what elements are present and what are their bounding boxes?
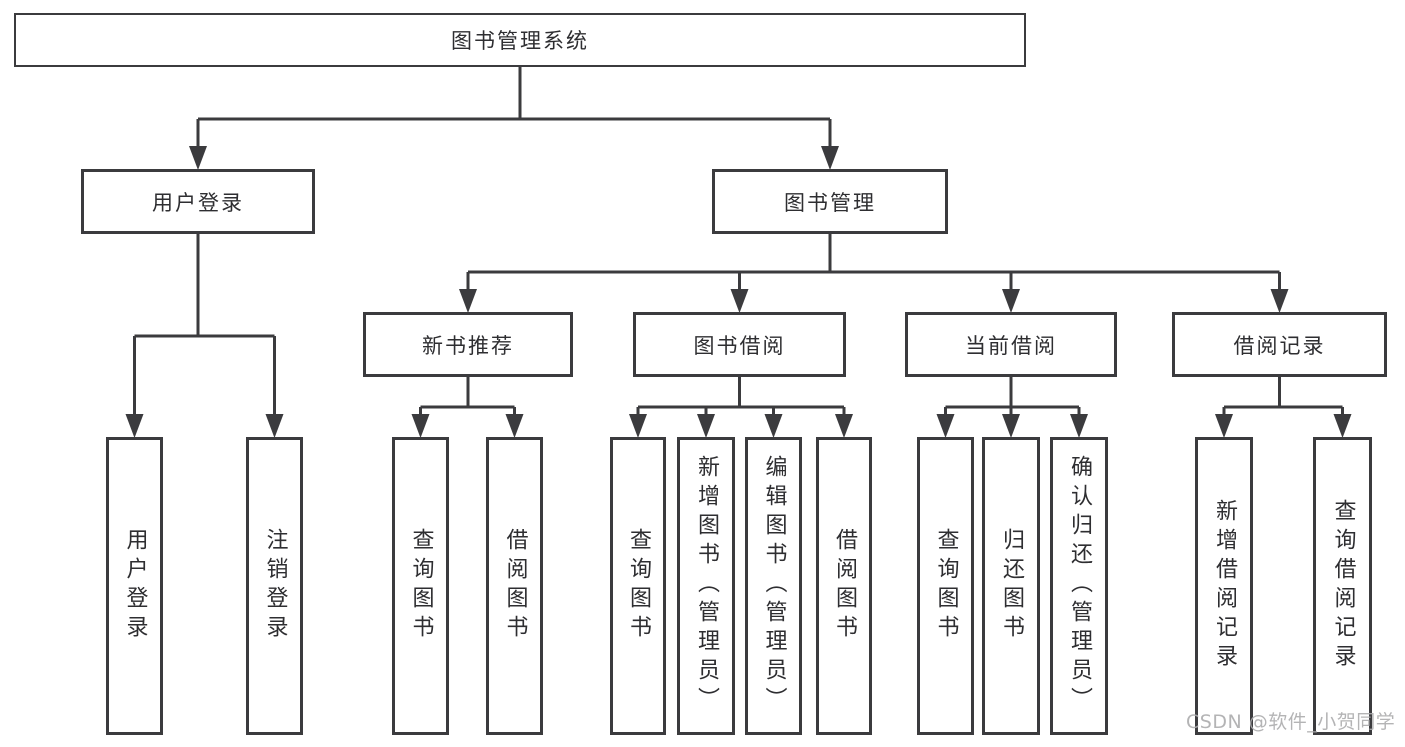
arrowhead-edit-books-admin: [764, 414, 783, 438]
node-label: 图书管理: [784, 190, 876, 215]
edge-user-login-group: [133, 234, 276, 423]
arrowhead-book-mgmt: [821, 146, 839, 170]
arrowhead-borrow-books-rec: [505, 414, 524, 438]
arrowhead-current-borrow: [1002, 289, 1020, 313]
node-query-borrow-record: 查询借阅记录: [1313, 437, 1372, 735]
node-add-books-admin: 新增图书（管理员）: [677, 437, 735, 735]
edge-borrow-records: [1222, 377, 1344, 423]
node-query-books-current: 查询图书: [917, 437, 974, 735]
node-label: 查询图书: [408, 527, 434, 645]
node-label: 归还图书: [999, 527, 1024, 645]
arrowhead-borrow-books-borrow: [835, 414, 853, 438]
node-logout: 注销登录: [246, 437, 303, 735]
arrowhead-user-login: [125, 414, 144, 438]
node-label: 新增借阅记录: [1212, 498, 1237, 674]
node-book-borrow: 图书借阅: [633, 312, 846, 377]
node-current-borrow: 当前借阅: [905, 312, 1117, 377]
node-label: 图书借阅: [693, 333, 786, 358]
node-label: 确认归还（管理员）: [1067, 455, 1092, 717]
node-label: 新增图书（管理员）: [694, 455, 719, 717]
edge-book-mgmt: [466, 234, 1281, 298]
node-label: 借阅图书: [502, 527, 528, 645]
arrowhead-return-books: [1002, 414, 1020, 438]
node-return-books: 归还图书: [982, 437, 1040, 735]
node-query-books-rec: 查询图书: [392, 437, 449, 735]
node-label: 查询借阅记录: [1330, 498, 1356, 674]
node-label: 当前借阅: [965, 333, 1057, 358]
watermark: CSDN @软件_小贺同学: [1186, 711, 1396, 733]
node-label: 查询图书: [626, 527, 651, 645]
arrowhead-query-books-borrow: [629, 414, 647, 438]
arrowhead-query-books-current: [936, 414, 955, 438]
edge-book-borrow: [636, 377, 846, 423]
arrowhead-user-login-group: [189, 146, 207, 170]
node-root: 图书管理系统: [14, 13, 1026, 67]
arrowhead-add-borrow-record: [1215, 414, 1233, 438]
arrowhead-logout: [265, 414, 284, 438]
node-label: 新书推荐: [422, 333, 514, 358]
node-borrow-books-borrow: 借阅图书: [816, 437, 872, 735]
node-label: 查询图书: [933, 527, 959, 645]
node-label: 借阅记录: [1233, 333, 1326, 358]
node-label: 编辑图书（管理员）: [761, 455, 787, 717]
node-book-mgmt: 图书管理: [712, 169, 948, 234]
arrowhead-book-borrow: [730, 289, 749, 313]
node-borrow-records: 借阅记录: [1172, 312, 1387, 377]
node-label: 注销登录: [262, 527, 288, 645]
node-new-book-rec: 新书推荐: [363, 312, 573, 377]
node-add-borrow-record: 新增借阅记录: [1195, 437, 1253, 735]
node-confirm-return-admin: 确认归还（管理员）: [1050, 437, 1108, 735]
node-label: 图书管理系统: [451, 29, 589, 53]
arrowhead-query-borrow-record: [1333, 414, 1352, 438]
node-user-login: 用户登录: [106, 437, 163, 735]
node-user-login-group: 用户登录: [81, 169, 315, 234]
node-label: 用户登录: [152, 190, 244, 215]
arrowhead-confirm-return-admin: [1070, 414, 1088, 438]
arrowhead-new-book-rec: [459, 289, 477, 313]
node-label: 用户登录: [122, 527, 148, 645]
arrowhead-borrow-records: [1270, 289, 1289, 313]
node-edit-books-admin: 编辑图书（管理员）: [745, 437, 802, 735]
arrowhead-query-books-rec: [411, 414, 430, 438]
edge-new-book-rec: [419, 377, 516, 423]
edge-root: [196, 67, 832, 155]
node-label: 借阅图书: [832, 527, 857, 645]
node-query-books-borrow: 查询图书: [610, 437, 666, 735]
node-borrow-books-rec: 借阅图书: [486, 437, 543, 735]
arrowhead-add-books-admin: [697, 414, 715, 438]
